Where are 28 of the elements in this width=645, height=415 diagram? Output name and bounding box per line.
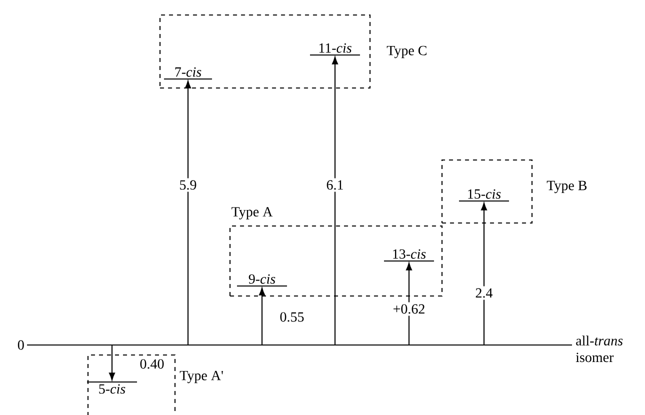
edge-label: 0.40 xyxy=(140,359,164,369)
arrow xyxy=(109,345,115,380)
energy-level: 11-cis xyxy=(310,43,360,56)
arrow xyxy=(332,56,338,345)
arrow xyxy=(406,262,412,345)
edge-label: 5.9 xyxy=(177,178,199,192)
arrow xyxy=(259,288,265,345)
energy-level: 15-cis xyxy=(459,189,509,202)
edge-label: 2.4 xyxy=(473,286,495,300)
energy-level: 9-cis xyxy=(237,274,287,287)
energy-level: 7-cis xyxy=(164,67,212,80)
edge-label: 0.55 xyxy=(280,312,304,322)
dashed-group-box xyxy=(87,354,223,415)
dashed-group-box xyxy=(229,207,443,297)
arrow xyxy=(185,80,191,345)
group-heading: Type A xyxy=(232,207,273,220)
edge-label: +0.62 xyxy=(390,302,428,316)
arrow xyxy=(481,202,487,345)
axis-value: 0 xyxy=(18,340,24,350)
dashed-group-box xyxy=(159,14,426,89)
dashed-group-box xyxy=(441,159,587,224)
group-heading: Type A' xyxy=(180,370,223,384)
group-heading: Type B xyxy=(546,180,587,194)
energy-level: 13-cis xyxy=(384,249,434,262)
axis-label: all-trans isomer xyxy=(576,336,623,362)
edge-label: 6.1 xyxy=(324,178,346,192)
energy-level: 5-cis xyxy=(87,381,137,394)
group-heading: Type C xyxy=(386,46,426,58)
